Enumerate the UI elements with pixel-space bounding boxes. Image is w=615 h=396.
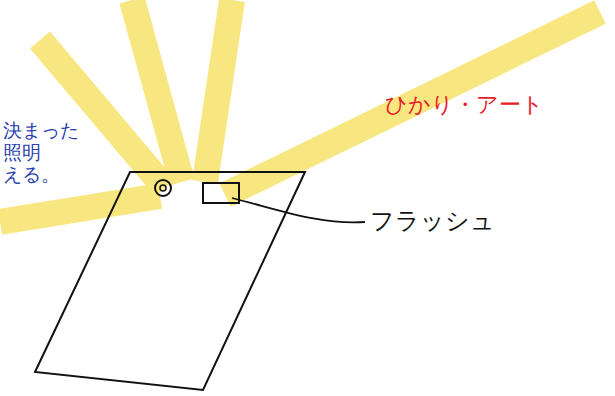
light-ray <box>0 196 160 222</box>
camera-lens <box>160 185 166 191</box>
light-ray <box>205 0 232 182</box>
light-ray <box>132 0 182 182</box>
camera-lens <box>155 180 171 196</box>
leader-line <box>232 198 365 222</box>
light-ray <box>225 12 600 195</box>
flash-symbol <box>203 183 239 203</box>
handwritten-note: 決まった照明える。 <box>3 120 79 186</box>
title-note: ひかり・アート <box>385 92 544 117</box>
light-rays <box>0 0 600 222</box>
part-name: フラッシュ <box>370 208 495 236</box>
phone-body <box>35 172 305 390</box>
